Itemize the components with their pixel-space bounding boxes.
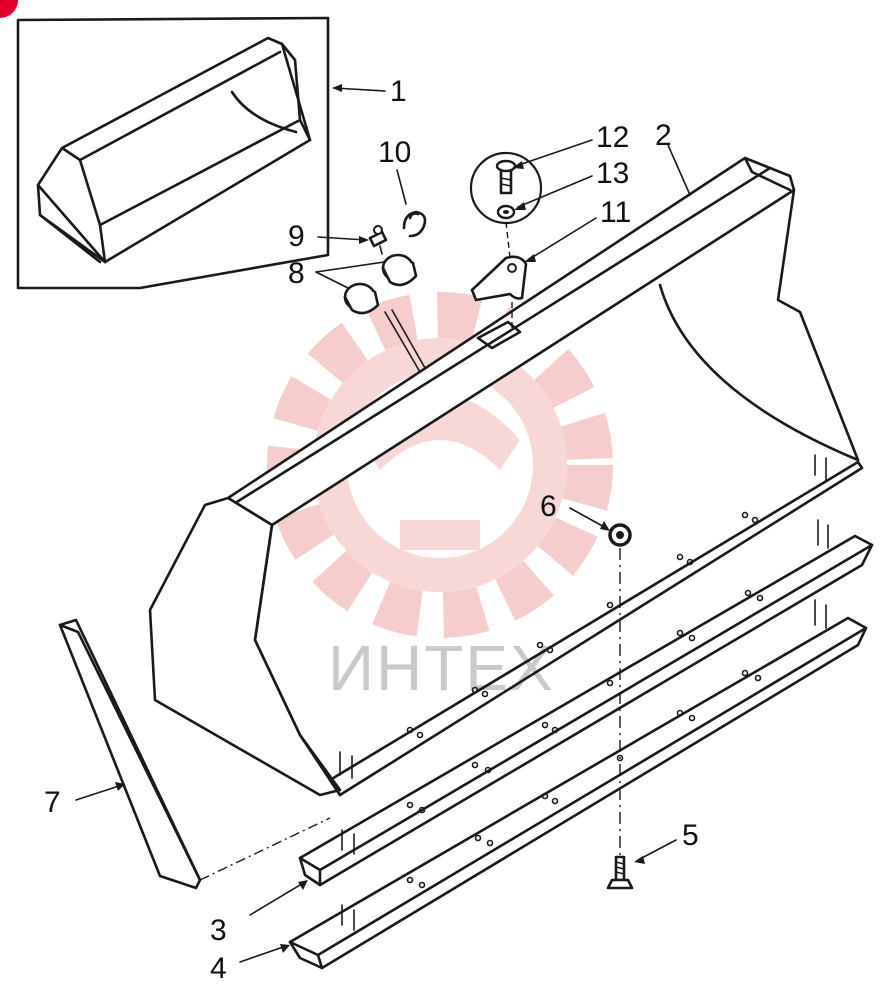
leader-6: [569, 507, 607, 529]
corner-pins: [339, 454, 827, 779]
leader-4: [239, 945, 287, 963]
bucket-bolt-holes: [406, 511, 759, 739]
bolt-5: [606, 855, 634, 890]
leader-13-arrow: [514, 202, 526, 210]
label-part-10: 10: [378, 136, 411, 169]
side-wear-strip-7: [58, 618, 202, 890]
leader-1: [333, 87, 386, 92]
label-part-7: 7: [44, 786, 61, 819]
leader-9: [317, 236, 367, 241]
strip-alignment-line: [199, 817, 331, 881]
leader-7: [75, 784, 123, 801]
label-part-9: 9: [288, 220, 305, 253]
leader-11: [527, 217, 597, 261]
leader-2: [667, 144, 691, 196]
leader-5: [637, 839, 677, 861]
leader-8a: [315, 271, 349, 289]
leader-3-arrow: [298, 880, 308, 890]
grease-fitting-9: [368, 225, 388, 255]
leader-7-arrow: [115, 782, 125, 791]
leader-8b: [315, 261, 385, 273]
label-part-3: 3: [210, 914, 227, 947]
leader-12-arrow: [512, 161, 524, 169]
leader-1-arrow: [332, 84, 342, 92]
leader-10: [396, 169, 407, 205]
leader-11-arrow: [524, 254, 536, 262]
pin-line-b: [391, 309, 426, 369]
label-part-2: 2: [655, 119, 672, 152]
retaining-ring-10: [402, 210, 427, 238]
label-part-12: 12: [596, 121, 629, 154]
leader-3: [249, 881, 306, 916]
leader-9-arrow: [359, 236, 369, 244]
label-part-13: 13: [596, 157, 629, 190]
label-part-4: 4: [210, 952, 227, 985]
leader-6-arrow: [600, 521, 610, 531]
label-part-5: 5: [682, 819, 699, 852]
label-part-1: 1: [390, 75, 407, 108]
pin-line-a: [384, 311, 421, 373]
cutting-edge-blade-3: [298, 519, 874, 887]
watermark-text: ИНТЕХ: [328, 632, 555, 704]
label-part-8: 8: [288, 257, 305, 290]
bushings-8: [343, 253, 418, 315]
leader-13: [517, 175, 593, 208]
bracket-plate-11: [470, 255, 528, 330]
leader-5-arrow: [634, 856, 645, 864]
bucket-body: [148, 156, 864, 797]
corner-badge: [0, 0, 18, 18]
label-part-6: 6: [540, 490, 557, 523]
nut-6: [608, 523, 632, 547]
label-part-11: 11: [600, 196, 631, 229]
leader-4-arrow: [280, 944, 290, 953]
leader-12: [515, 139, 593, 167]
bolt-washer-detail: [469, 151, 543, 259]
cutting-edge-blade-4: [288, 599, 868, 970]
inset-bucket-assembly: [16, 16, 330, 290]
